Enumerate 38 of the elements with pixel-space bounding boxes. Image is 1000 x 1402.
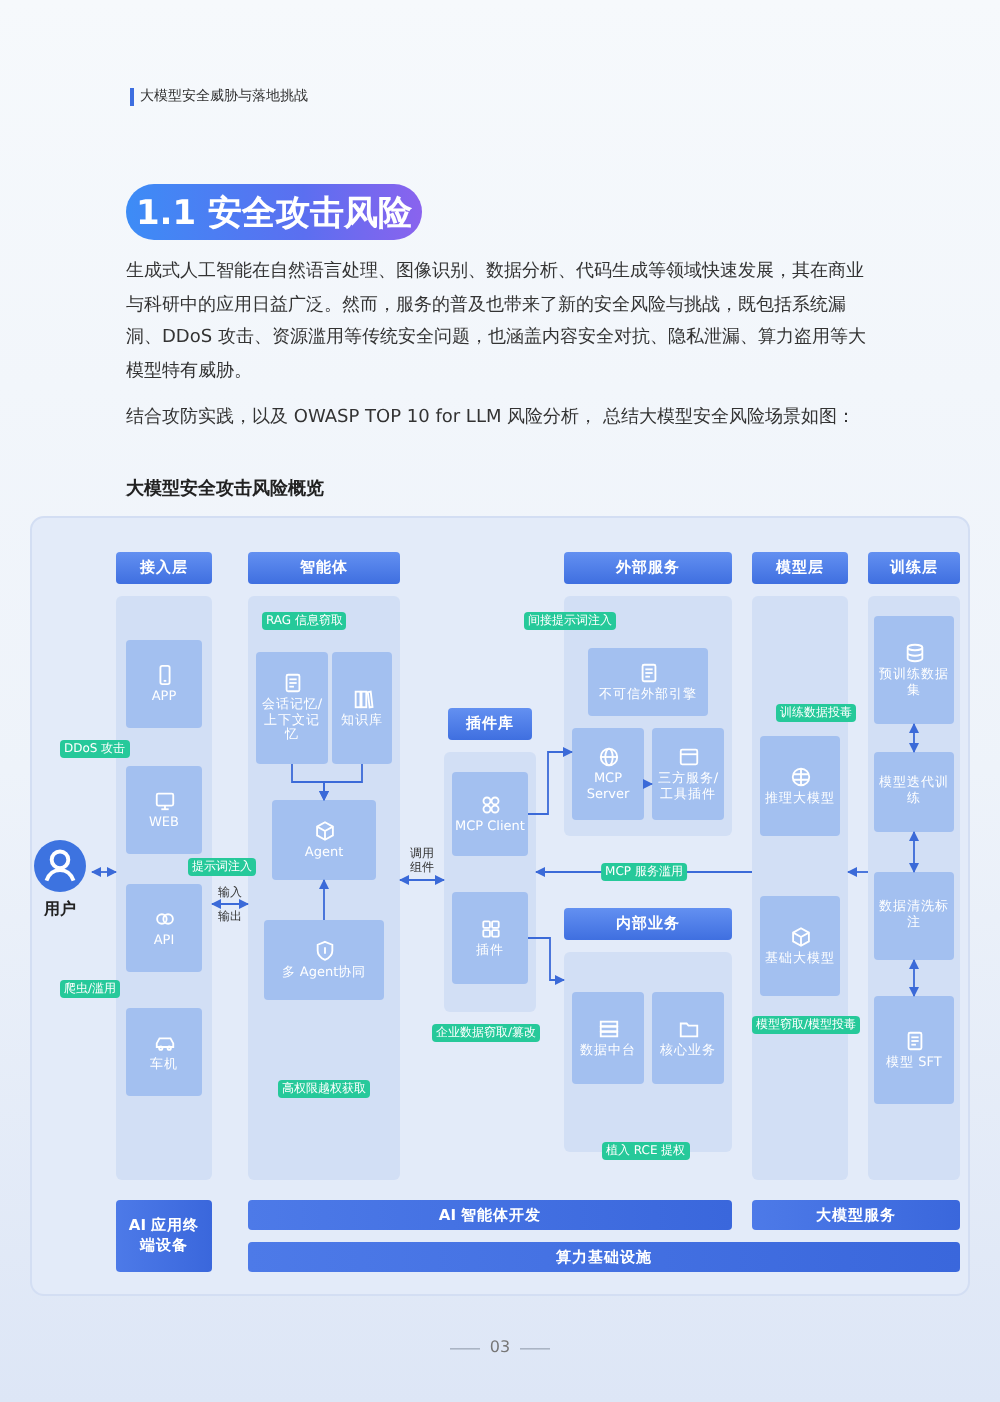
arrow xyxy=(527,747,573,815)
double-arrow xyxy=(91,867,117,877)
body-paragraph: 结合攻防实践，以及 OWASP TOP 10 for LLM 风险分析， 总结大模型安全风险场景如图： xyxy=(126,405,857,432)
component-card xyxy=(572,728,644,820)
component-card xyxy=(652,728,724,820)
component-card xyxy=(126,766,202,854)
arrow xyxy=(847,867,869,877)
component-card xyxy=(760,736,840,836)
component-card xyxy=(264,920,384,1000)
user-label: 用户 xyxy=(44,898,76,920)
component-card xyxy=(874,996,954,1104)
component-card xyxy=(126,1008,202,1096)
figure-title: 大模型安全攻击风险概览 xyxy=(126,476,324,502)
component-card xyxy=(874,872,954,960)
component-card xyxy=(272,800,376,880)
component-card xyxy=(256,652,328,764)
component-card xyxy=(452,892,528,984)
arrow xyxy=(643,779,653,789)
component-card xyxy=(126,884,202,972)
component-card xyxy=(652,992,724,1084)
component-card xyxy=(874,616,954,724)
double-arrow xyxy=(909,723,919,753)
component-card xyxy=(452,772,528,856)
component-card xyxy=(332,652,392,764)
section-title: 1.1 安全攻击风险 xyxy=(126,184,422,240)
double-arrow xyxy=(211,899,249,909)
body-paragraph: 生成式人工智能在自然语言处理、图像识别、数据分析、代码生成等领域快速发展，其在商业与科研中的应用日益广泛。然而，服务的普及也带来了新的安全风险与挑战，既包括系统漏洞、DDoS 攻击、资源滥用等传统安全问题，也涵盖内容安全对抗、隐私泄漏、算力盗用等大模型特有威胁。 xyxy=(126,259,868,385)
component-card xyxy=(588,648,708,716)
component-card xyxy=(126,640,202,728)
double-arrow xyxy=(909,959,919,997)
arrow xyxy=(319,879,329,921)
double-arrow xyxy=(909,831,919,873)
component-card xyxy=(874,752,954,832)
component-card xyxy=(572,992,644,1084)
arrow xyxy=(319,763,363,801)
arrow xyxy=(527,937,565,985)
component-card xyxy=(760,896,840,996)
double-arrow xyxy=(399,875,445,885)
